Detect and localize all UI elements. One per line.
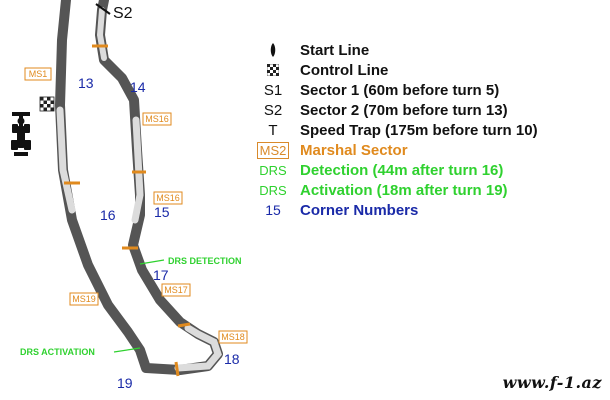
start-line-icon	[256, 43, 290, 57]
drs-activation-label: DRS ACTIVATION	[20, 347, 95, 357]
legend-symbol: DRS	[259, 162, 287, 178]
legend-row-sector-2: S2 Sector 2 (70m before turn 13)	[256, 100, 596, 120]
legend-symbol: T	[268, 121, 278, 139]
legend-symbol: MS2	[256, 141, 290, 159]
drs-activation-pointer	[113, 347, 141, 353]
legend-row-corner-numbers: 15 Corner Numbers	[256, 200, 596, 220]
legend-symbol: S1	[263, 81, 283, 99]
corner-17: 17	[153, 267, 169, 283]
legend-text: Speed Trap (175m before turn 10)	[300, 121, 538, 139]
legend-text: Marshal Sector	[300, 141, 408, 159]
marshal-box-ms1: MS1	[29, 69, 48, 79]
marshal-box-ms18: MS18	[221, 332, 245, 342]
corner-15: 15	[154, 204, 170, 220]
marshal-ticks	[64, 44, 191, 377]
marshal-box-ms16b: MS16	[156, 193, 180, 203]
race-car-icon	[11, 112, 31, 156]
legend-row-speed-trap: T Speed Trap (175m before turn 10)	[256, 120, 596, 140]
track-light-section-1	[56, 106, 76, 214]
corner-14: 14	[130, 79, 146, 95]
sector-2-marker	[95, 3, 111, 15]
corner-18: 18	[224, 351, 240, 367]
legend-text: Start Line	[300, 41, 370, 59]
legend-row-marshal-sector: MS2 Marshal Sector	[256, 140, 596, 160]
legend-text: Activation (18m after turn 19)	[300, 181, 508, 199]
legend-row-control-line: Control Line	[256, 60, 596, 80]
corner-16: 16	[100, 207, 116, 223]
legend-text: Control Line	[300, 61, 389, 79]
corner-13: 13	[78, 75, 94, 91]
checkered-flag-icon	[39, 96, 55, 112]
legend-text: Sector 2 (70m before turn 13)	[300, 101, 508, 119]
marshal-box-ms17: MS17	[164, 285, 188, 295]
legend: Start Line Control Line S1 Sector 1 (60m…	[256, 40, 596, 220]
legend-row-drs-detection: DRS Detection (44m after turn 16)	[256, 160, 596, 180]
legend-row-drs-activation: DRS Activation (18m after turn 19)	[256, 180, 596, 200]
legend-text: Detection (44m after turn 16)	[300, 161, 504, 179]
marshal-box-ms19: MS19	[72, 294, 96, 304]
legend-row-sector-1: S1 Sector 1 (60m before turn 5)	[256, 80, 596, 100]
legend-text: Corner Numbers	[300, 201, 419, 219]
legend-symbol: DRS	[259, 182, 287, 198]
legend-symbol: S2	[263, 101, 283, 119]
track-light-section-4	[96, 7, 107, 61]
legend-symbol: 15	[265, 202, 281, 218]
sector-2-label: S2	[113, 5, 133, 22]
track-light-section-3	[174, 324, 222, 372]
track-light-section-2	[131, 116, 144, 224]
drs-detection-label: DRS DETECTION	[168, 256, 242, 266]
corner-19: 19	[117, 375, 133, 391]
legend-row-start-line: Start Line	[256, 40, 596, 60]
checkered-flag-icon	[256, 64, 290, 76]
legend-text: Sector 1 (60m before turn 5)	[300, 81, 500, 99]
drs-detection-pointer	[139, 259, 165, 265]
watermark: www.f-1.az	[502, 373, 602, 392]
marshal-box-ms16a: MS16	[145, 114, 169, 124]
